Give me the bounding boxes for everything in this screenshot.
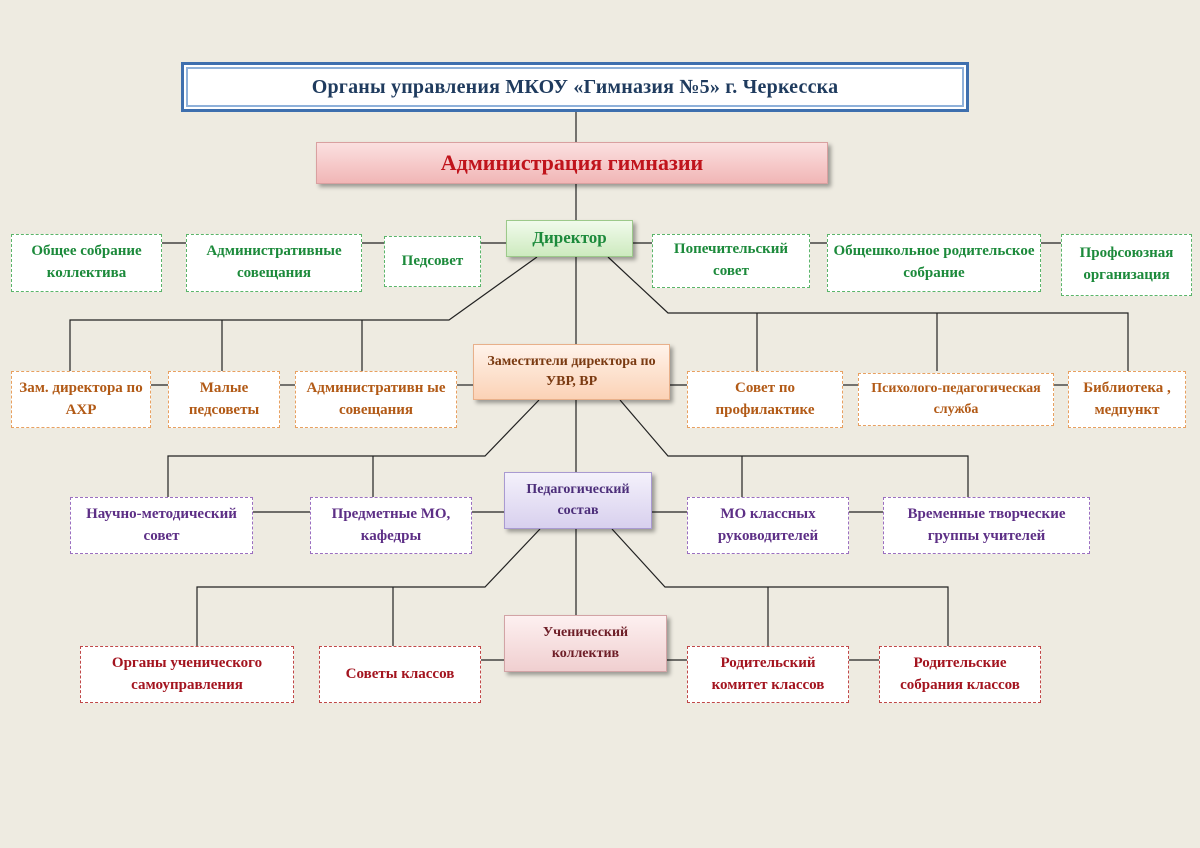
parent-committee-box: Родительский комитет классов [687, 646, 849, 703]
parents-meeting-box: Общешкольное родительское собрание [827, 234, 1041, 292]
library-medical-box: Библиотека , медпункт [1068, 371, 1186, 428]
psych-service-box: Психолого-педагогическая служба [858, 373, 1054, 426]
creative-groups-box: Временные творческие группы учителей [883, 497, 1090, 554]
class-councils-box: Советы классов [319, 646, 481, 703]
chart-title: Органы управления МКОУ «Гимназия №5» г. … [181, 62, 969, 112]
director-box: Директор [506, 220, 633, 257]
admin-meetings-deputy-box: Административн ые совещания [295, 371, 457, 428]
methodical-council-box: Научно-методический совет [70, 497, 253, 554]
parent-meetings-box: Родительские собрания классов [879, 646, 1041, 703]
deputy-maintenance-box: Зам. директора по АХР [11, 371, 151, 428]
deputies-box: Заместители директора по УВР, ВР [473, 344, 670, 400]
general-staff-meeting-box: Общее собрание коллектива [11, 234, 162, 292]
prevention-council-box: Совет по профилактике [687, 371, 843, 428]
administration-box: Администрация гимназии [316, 142, 828, 184]
trade-union-box: Профсоюзная организация [1061, 234, 1192, 296]
small-councils-box: Малые педсоветы [168, 371, 280, 428]
class-teachers-mo-box: МО классных руководителей [687, 497, 849, 554]
subject-departments-box: Предметные МО, кафедры [310, 497, 472, 554]
board-of-trustees-box: Попечительский совет [652, 234, 810, 288]
admin-meetings-box: Административные совещания [186, 234, 362, 292]
student-body-box: Ученический коллектив [504, 615, 667, 672]
student-government-box: Органы ученического самоуправления [80, 646, 294, 703]
teaching-staff-box: Педагогический состав [504, 472, 652, 529]
pedagogical-council-box: Педсовет [384, 236, 481, 287]
